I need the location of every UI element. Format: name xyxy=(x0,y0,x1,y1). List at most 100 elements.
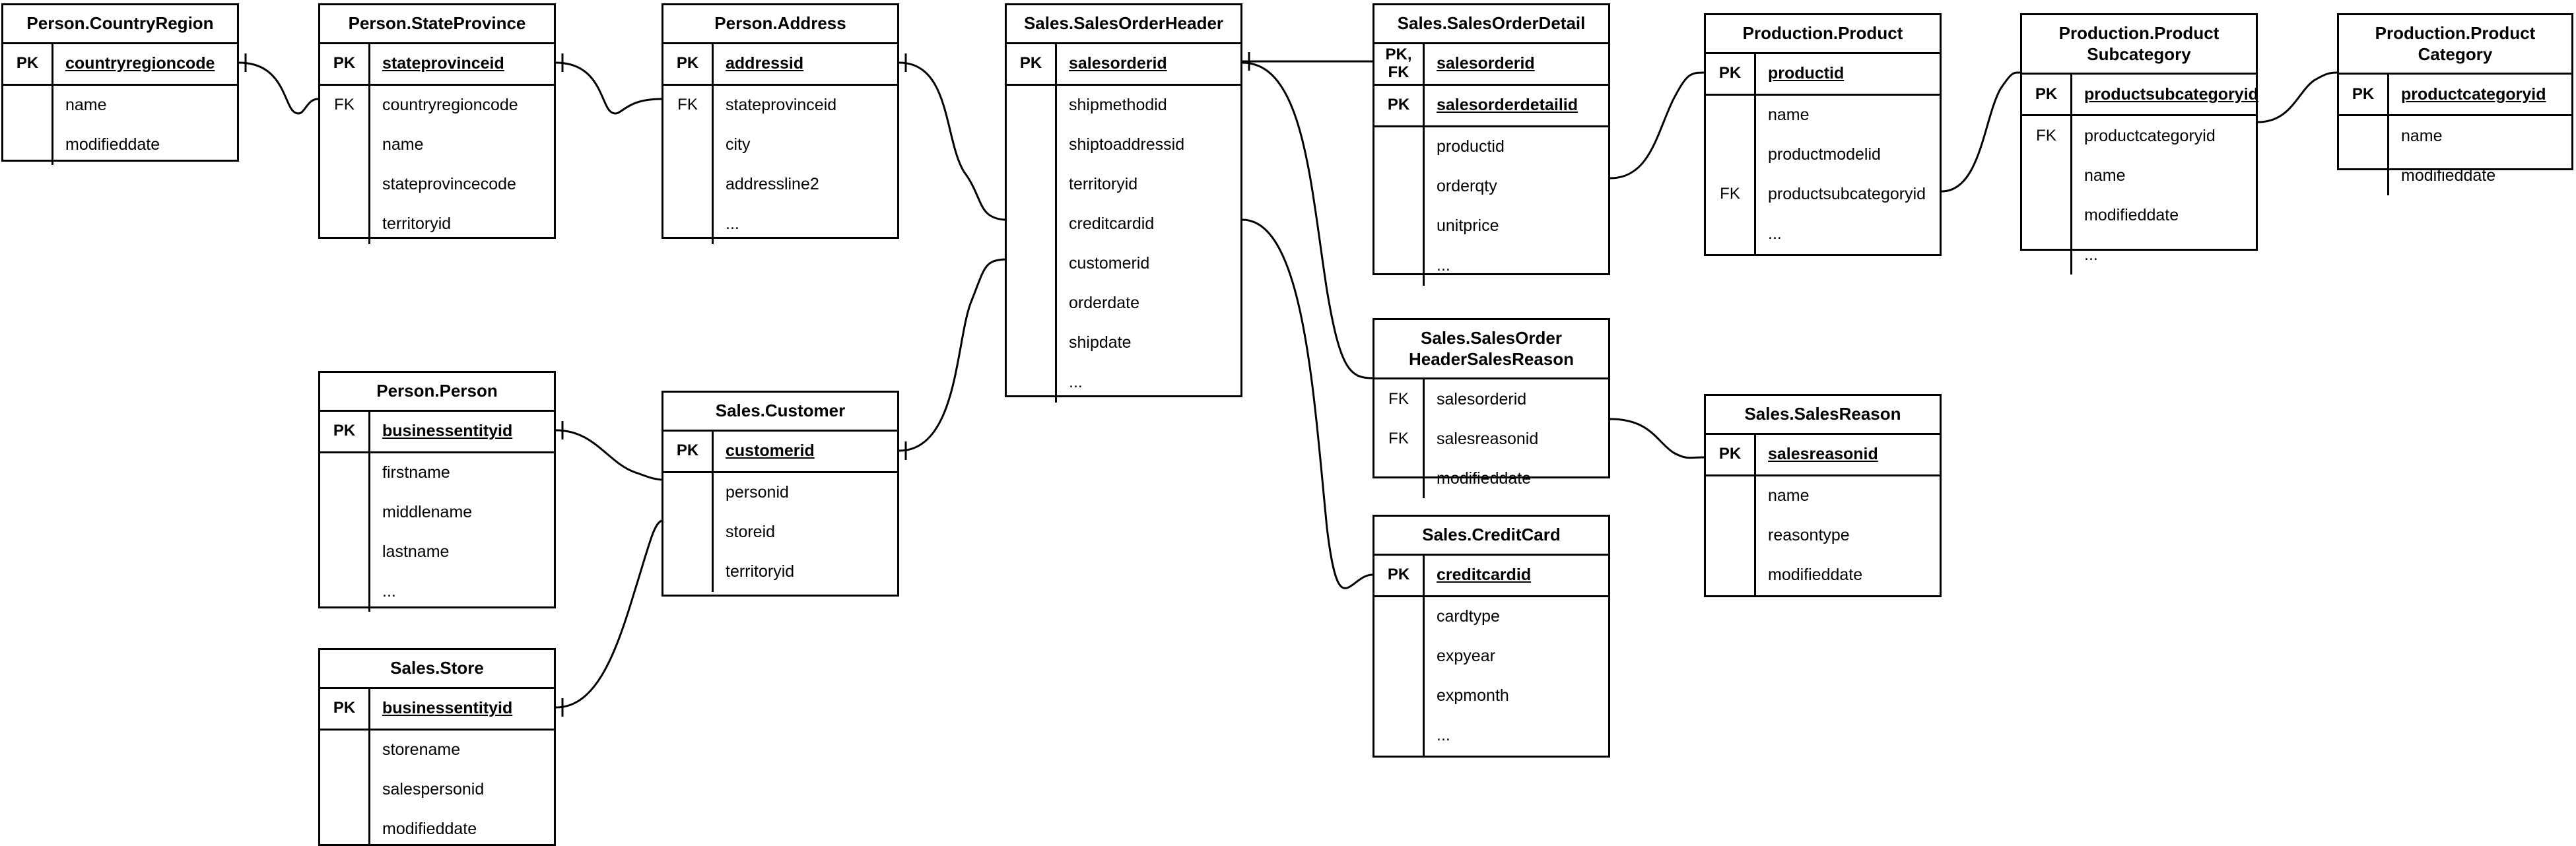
key-marker: PK xyxy=(663,44,714,84)
attribute-row-productid[interactable]: productid xyxy=(1374,127,1608,167)
attribute-name: name xyxy=(382,135,424,154)
attribute-row----[interactable]: ... xyxy=(1007,362,1240,403)
attribute-row-modifieddate[interactable]: modifieddate xyxy=(320,809,554,846)
attribute-row-reasontype[interactable]: reasontype xyxy=(1706,515,1940,556)
attribute-row-orderqty[interactable]: orderqty xyxy=(1374,166,1608,207)
attribute-row-productmodelid[interactable]: productmodelid xyxy=(1706,135,1940,175)
attribute-row-storeid[interactable]: storeid xyxy=(663,512,897,552)
attribute-row-firstname[interactable]: firstname xyxy=(320,453,554,493)
attribute-row-orderdate[interactable]: orderdate xyxy=(1007,283,1240,323)
attribute-name: countryregioncode xyxy=(65,54,215,73)
key-marker: PK, FK xyxy=(1374,44,1425,84)
key-marker xyxy=(1374,206,1425,246)
attribute-row-customerid[interactable]: customerid xyxy=(1007,244,1240,284)
attribute-row-shipmethodid[interactable]: shipmethodid xyxy=(1007,85,1240,125)
attribute-row----[interactable]: ... xyxy=(1374,245,1608,286)
attribute-row-name[interactable]: name xyxy=(2022,156,2256,196)
key-marker xyxy=(320,769,370,810)
attribute-row----[interactable]: ... xyxy=(1374,715,1608,756)
attribute-row-name[interactable]: name xyxy=(2339,116,2571,156)
attribute-row----[interactable]: ... xyxy=(663,204,897,244)
attribute-row-modifieddate[interactable]: modifieddate xyxy=(1706,555,1940,595)
relationship-line xyxy=(898,258,1005,452)
attribute-row-name[interactable]: name xyxy=(3,85,237,125)
attribute-row-expyear[interactable]: expyear xyxy=(1374,636,1608,676)
attribute-row-territoryid[interactable]: territoryid xyxy=(663,552,897,592)
attribute-row-city[interactable]: city xyxy=(663,125,897,165)
attribute-row-unitprice[interactable]: unitprice xyxy=(1374,206,1608,246)
attribute-row-name[interactable]: name xyxy=(1706,476,1940,516)
attribute-row-salesorderid[interactable]: PK, FK salesorderid xyxy=(1374,44,1608,84)
attribute-row-shiptoaddressid[interactable]: shiptoaddressid xyxy=(1007,125,1240,165)
attribute-row-salespersonid[interactable]: salespersonid xyxy=(320,769,554,810)
key-marker: FK xyxy=(320,85,370,125)
attribute-row-name[interactable]: name xyxy=(320,125,554,165)
entity-title-soh_salesreason: Sales.SalesOrder HeaderSalesReason xyxy=(1374,320,1608,380)
attribute-row-modifieddate[interactable]: modifieddate xyxy=(2022,195,2256,236)
attribute-row-modifieddate[interactable]: modifieddate xyxy=(3,125,237,165)
attribute-row-name[interactable]: name xyxy=(1706,95,1940,135)
attribute-row----[interactable]: ... xyxy=(2022,235,2256,275)
attribute-row-personid[interactable]: personid xyxy=(663,472,897,513)
attribute-row-territoryid[interactable]: territoryid xyxy=(1007,164,1240,205)
attribute-name: businessentityid xyxy=(382,422,513,441)
attribute-row-lastname[interactable]: lastname xyxy=(320,532,554,572)
attribute-row-shipdate[interactable]: shipdate xyxy=(1007,323,1240,363)
attribute-row-stateprovincecode[interactable]: stateprovincecode xyxy=(320,164,554,205)
key-marker: PK xyxy=(1374,555,1425,595)
attribute-name: ... xyxy=(2084,245,2098,264)
attribute-name: salesorderid xyxy=(1437,54,1535,73)
attribute-row-middlename[interactable]: middlename xyxy=(320,492,554,533)
relationship-rel-salesorderheader-creditcard[interactable] xyxy=(1219,208,1380,589)
attribute-row-storename[interactable]: storename xyxy=(320,730,554,770)
attribute-row----[interactable]: ... xyxy=(1706,214,1940,254)
attribute-row-territoryid[interactable]: territoryid xyxy=(320,204,554,244)
attribute-row----[interactable]: ... xyxy=(320,571,554,612)
attribute-row-addressline2[interactable]: addressline2 xyxy=(663,164,897,205)
attribute-name: firstname xyxy=(382,463,450,482)
attribute-row-creditcardid[interactable]: creditcardid xyxy=(1007,204,1240,244)
attribute-row-modifieddate[interactable]: modifieddate xyxy=(2339,156,2571,196)
attribute-row-cardtype[interactable]: cardtype xyxy=(1374,597,1608,637)
relationship-rel-salesorderheader-salesreasonlink[interactable] xyxy=(1219,51,1380,387)
attribute-row-modifieddate[interactable]: modifieddate xyxy=(1374,459,1608,499)
attribute-name: personid xyxy=(726,483,789,502)
attribute-row-expmonth[interactable]: expmonth xyxy=(1374,676,1608,716)
